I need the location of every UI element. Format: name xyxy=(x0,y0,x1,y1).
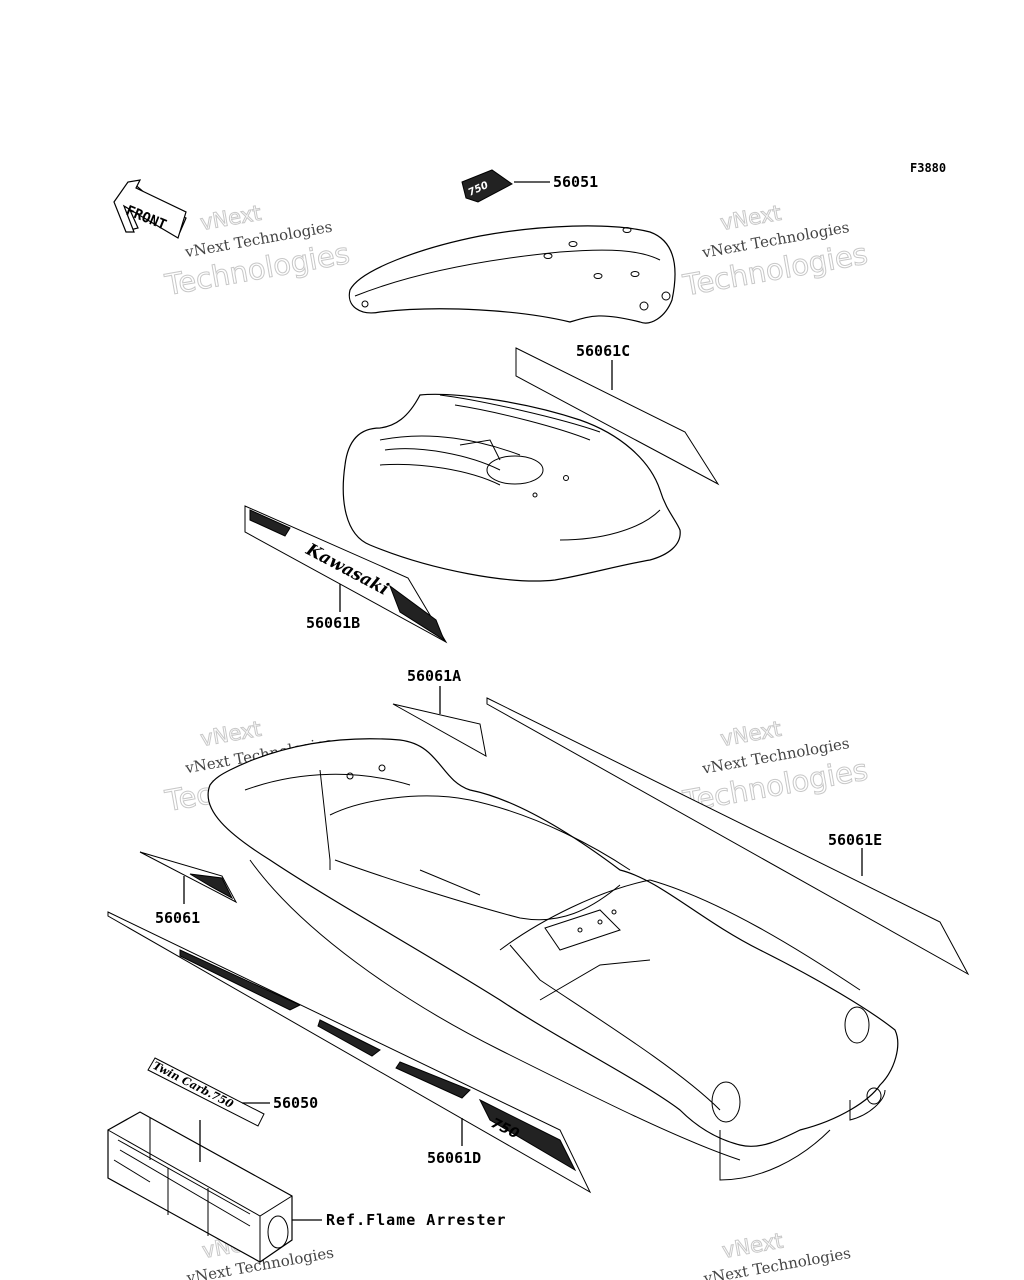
part-label-56061e: 56061E xyxy=(828,831,882,849)
watermark-top-left: vNext vNext Technologies Technologies xyxy=(161,200,352,302)
figure-code: F3880 xyxy=(910,161,946,175)
part-label-56050: 56050 xyxy=(273,1094,318,1112)
part-label-56051: 56051 xyxy=(553,173,598,191)
watermark-text-1: vNext xyxy=(719,717,784,751)
side-decal-56061c xyxy=(515,347,720,486)
reference-label: Ref.Flame Arrester xyxy=(326,1211,507,1229)
twin-carb-decal-text: Twin Carb.750 xyxy=(151,1059,236,1111)
part-label-56061a: 56061A xyxy=(407,667,461,685)
part-label-56061: 56061 xyxy=(155,909,200,927)
deck-assembly xyxy=(342,393,681,582)
flame-arrester xyxy=(107,1111,293,1263)
long-decal-56061d: 750 xyxy=(107,911,592,1194)
part-label-56061d: 56061D xyxy=(427,1149,481,1167)
front-arrow-icon: FRONT xyxy=(113,179,187,239)
small-decal-56061 xyxy=(139,851,238,904)
hood-cover xyxy=(348,225,676,324)
watermark-mid-right: vNext vNext Technologies Technologies xyxy=(679,716,870,819)
hull xyxy=(207,738,899,1181)
watermark-text-1: vNext xyxy=(198,201,263,235)
watermark-text-1: vNext xyxy=(718,201,783,235)
side-decal-56061a xyxy=(392,703,487,757)
long-decal-56061e xyxy=(486,697,970,976)
badge-decal-56051: 750 xyxy=(461,169,513,203)
part-label-56061c: 56061C xyxy=(576,342,630,360)
watermark-text-1: vNext xyxy=(199,717,264,751)
part-label-56061b: 56061B xyxy=(306,614,360,632)
watermark-top-right: vNext vNext Technologies Technologies xyxy=(679,200,870,303)
twin-carb-decal-56050: Twin Carb.750 xyxy=(147,1057,265,1127)
watermark-bottom-right: vNext vNext Technologies xyxy=(701,1228,852,1280)
